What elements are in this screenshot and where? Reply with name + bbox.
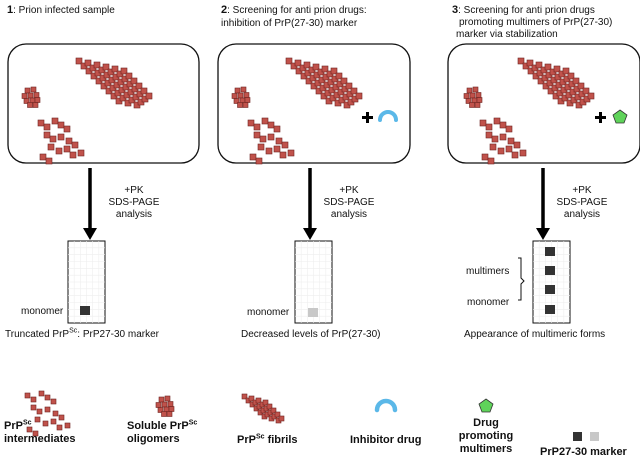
oligomer-1 — [21, 86, 41, 108]
legend-oligomers-label: Soluble PrPSc oligomers — [127, 419, 198, 446]
legend-oligomers-sup: Sc — [188, 419, 198, 427]
gel-grid-2 — [295, 241, 332, 323]
panel-1-number: 1 — [7, 4, 14, 16]
panel-2-title-line1: : Screening for anti prion drugs: — [227, 5, 367, 16]
panel-2-caption: Decreased levels of PrP(27-30) — [241, 329, 381, 340]
legend-fibrils-sup: Sc — [255, 433, 265, 441]
inhibitor-drug-icon — [378, 110, 398, 122]
arrow-3-label: +PK SDS-PAGE analysis — [552, 185, 612, 221]
panel-1-title: 1: Prion infected sample — [7, 4, 115, 17]
legend-intermediates-line2: intermediates — [4, 433, 76, 445]
gel-1-monomer-label: monomer — [21, 306, 64, 317]
legend-drug-label: Drug promoting multimers — [458, 417, 514, 456]
panel-2-number: 2 — [221, 4, 228, 16]
legend-inhibitor-label: Inhibitor drug — [350, 434, 422, 446]
panel-1-caption-sup: Sc — [69, 327, 78, 335]
legend-oligomers-pre: Soluble PrP — [127, 420, 189, 432]
arrow-3-sds: SDS-PAGE — [556, 197, 608, 208]
legend-marker-dark — [573, 432, 582, 441]
legend-drug-line1: Drug — [473, 417, 499, 429]
multimer-band-3b — [545, 266, 555, 275]
sample-box-1 — [7, 43, 200, 164]
plus-sign-2 — [362, 112, 373, 123]
panel-3-title-line1: : Screening for anti prion drugs — [458, 5, 595, 16]
panel-3-caption: Appearance of multimeric forms — [464, 329, 606, 340]
intermediates-1 — [37, 117, 85, 165]
arrow-1-sds: SDS-PAGE — [108, 197, 160, 208]
arrow-2-analysis: analysis — [330, 209, 368, 220]
intermediates-2 — [247, 117, 295, 165]
arrow-2-label: +PK SDS-PAGE analysis — [319, 185, 379, 221]
oligomer-3 — [463, 86, 483, 108]
arrow-2-sds: SDS-PAGE — [323, 197, 375, 208]
legend-drug-line3: multimers — [459, 443, 513, 455]
fibrils-1 — [75, 57, 153, 109]
panel-2-title-line2: inhibition of PrP(27-30) marker — [221, 18, 358, 29]
arrow-head-2 — [303, 228, 317, 240]
panel-2-title: 2: Screening for anti prion drugs: — [221, 4, 367, 17]
monomer-band-1 — [80, 306, 90, 315]
arrow-2-pk: +PK — [339, 185, 359, 196]
intermediates-3 — [479, 117, 527, 165]
monomer-band-2 — [308, 308, 318, 317]
gel-3-monomer-label: monomer — [467, 297, 510, 308]
legend-drug-icon — [478, 398, 494, 413]
legend-drug-line2: promoting — [458, 430, 514, 442]
monomer-band-3 — [545, 305, 555, 314]
arrow-3-analysis: analysis — [563, 209, 601, 220]
legend-inhibitor-icon — [374, 398, 398, 413]
arrow-head-3 — [536, 228, 550, 240]
multimer-band-3a — [545, 247, 555, 256]
legend-intermediates-sup: Sc — [22, 419, 32, 427]
legend-fibrils-pre: PrP — [237, 434, 256, 446]
arrow-1-analysis: analysis — [115, 209, 153, 220]
panel-3-title-line3: marker via stabilization — [456, 29, 558, 40]
multimer-band-3c — [545, 285, 555, 294]
legend-intermediates-pre: PrP — [4, 420, 23, 432]
legend-fibrils-post: fibrils — [264, 434, 298, 446]
arrow-1-pk: +PK — [124, 185, 144, 196]
legend-fibrils-icon — [241, 393, 285, 424]
drug-pentagon-icon — [612, 109, 628, 124]
fibrils-3 — [517, 57, 595, 109]
legend-oligomers-line2: oligomers — [127, 433, 180, 445]
gel-grid-1 — [68, 241, 105, 323]
plus-sign-3 — [595, 112, 606, 123]
panel-1-title-text: : Prion infected sample — [13, 5, 115, 16]
panel-1-caption: Truncated PrPSc: PrP27-30 marker — [5, 327, 159, 341]
prion-clusters — [21, 57, 595, 437]
arrow-1-label: +PK SDS-PAGE analysis — [104, 185, 164, 221]
panel-1-caption-post: : PrP27-30 marker — [77, 329, 159, 340]
arrow-head-1 — [83, 228, 97, 240]
panel-1-caption-pre: Truncated PrP — [5, 329, 70, 340]
legend-marker-label: PrP27-30 marker — [540, 446, 627, 458]
legend-fibrils-label: PrPSc fibrils — [237, 433, 298, 447]
legend-marker-light — [590, 432, 599, 441]
legend-intermediates-label: PrPSc intermediates — [4, 419, 76, 446]
legend-intermediates-icon — [24, 390, 71, 437]
gel-2-monomer-label: monomer — [247, 307, 290, 318]
fibrils-2 — [285, 57, 363, 109]
arrow-3-pk: +PK — [572, 185, 592, 196]
panel-3-number: 3 — [452, 4, 459, 16]
sample-box-3 — [447, 43, 640, 164]
gel-3-multimers-label: multimers — [466, 266, 510, 277]
oligomer-2 — [231, 86, 251, 108]
sample-box-2 — [217, 43, 411, 164]
multimer-bracket — [518, 257, 525, 301]
legend-oligomers-icon — [155, 395, 175, 417]
panel-3-title: 3: Screening for anti prion drugs — [452, 4, 595, 17]
panel-3-title-line2: promoting multimers of PrP(27-30) — [459, 17, 613, 28]
